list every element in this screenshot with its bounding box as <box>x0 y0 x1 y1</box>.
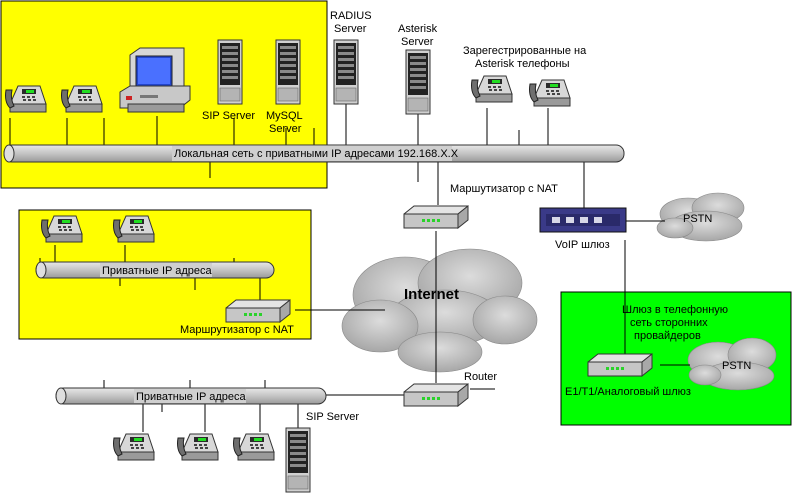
registered-phone-2 <box>529 79 571 107</box>
lan-bus-bottom: Приватные IP адреса <box>55 387 327 405</box>
workstation-pc <box>119 47 191 113</box>
lan-bus-label: Локальная сеть с приватными IP адресами … <box>174 148 459 160</box>
pstn-right-label: PSTN <box>722 360 751 372</box>
bottom-phone-3 <box>233 433 275 461</box>
gateway-note-2: сеть сторонних <box>630 317 708 329</box>
asterisk-server-label-2: Server <box>401 36 434 48</box>
mysql-server-label-1: MySQL <box>266 110 303 122</box>
mid-phone-2 <box>113 215 155 243</box>
gateway-note-1: Шлюз в телефонную <box>622 304 728 316</box>
e1-t1-gateway-label: E1/T1/Аналоговый шлюз <box>565 386 691 398</box>
bottom-phone-1 <box>113 433 155 461</box>
ip-phone-1 <box>5 85 47 113</box>
nat-router-main <box>403 205 469 229</box>
sip-server-top-label: SIP Server <box>202 110 255 122</box>
pstn-top-label: PSTN <box>683 213 712 225</box>
registered-phone-1 <box>471 75 513 103</box>
e1-t1-gateway <box>587 353 653 377</box>
registered-phones-label-1: Зарегестрированные на <box>463 45 587 57</box>
lan-bus-mid-label: Приватные IP адреса <box>102 265 212 277</box>
registered-phones-label-2: Asterisk телефоны <box>475 58 570 70</box>
pstn-cloud-top <box>656 192 745 242</box>
sip-server-bottom <box>285 427 311 493</box>
internet-label: Internet <box>404 286 459 303</box>
asterisk-server-label-1: Asterisk <box>398 23 438 35</box>
radius-server-label-2: Server <box>334 23 367 35</box>
nat-router-mid-label: Маршрутизатор с NAT <box>180 324 294 336</box>
lan-bus-bottom-label: Приватные IP адреса <box>136 391 246 403</box>
nat-router-main-label: Маршутизатор с NAT <box>450 183 558 195</box>
mysql-server-label-2: Server <box>269 123 302 135</box>
sip-server-bottom-label: SIP Server <box>306 411 359 423</box>
nat-router-mid <box>225 299 291 323</box>
radius-server <box>333 39 359 105</box>
internet-cloud <box>341 248 538 373</box>
voip-gateway-label: VoIP шлюз <box>555 239 610 251</box>
bottom-router-label: Router <box>464 371 497 383</box>
network-links <box>9 98 690 432</box>
bottom-phone-2 <box>177 433 219 461</box>
asterisk-server <box>405 49 431 115</box>
bottom-router <box>403 383 469 407</box>
lan-bus-mid: Приватные IP адреса <box>35 261 275 279</box>
gateway-note-3: провайдеров <box>634 330 701 342</box>
voip-gateway <box>539 207 627 233</box>
mysql-server <box>275 39 301 105</box>
radius-server-label-1: RADIUS <box>330 10 372 22</box>
pstn-cloud-right <box>687 337 777 391</box>
sip-server-top <box>217 39 243 105</box>
mid-phone-1 <box>41 215 83 243</box>
lan-bus-main: Локальная сеть с приватными IP адресами … <box>3 144 625 163</box>
ip-phone-2 <box>61 85 103 113</box>
